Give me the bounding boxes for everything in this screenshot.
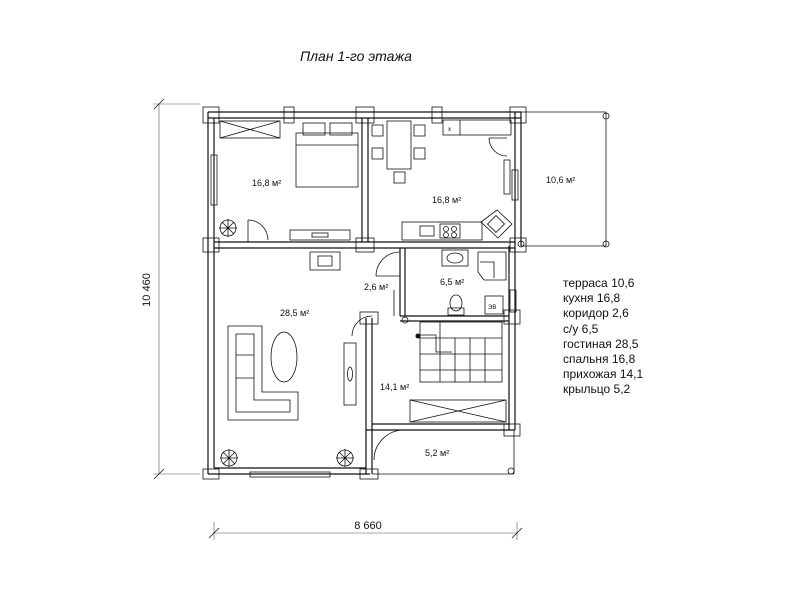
legend-item: крыльцо 5,2 <box>563 382 631 397</box>
plant-icon <box>336 449 354 467</box>
washbasin-icon <box>441 249 469 267</box>
stove-icon <box>439 223 461 239</box>
fireplace-icon <box>309 251 341 271</box>
kitchen-furniture: x <box>371 119 513 241</box>
boiler-label: ЭВ <box>488 305 496 311</box>
terrace <box>511 111 610 248</box>
corner-unit-icon <box>480 209 513 239</box>
height-dimension-label: 10 460 <box>141 273 153 307</box>
living-furniture <box>220 251 373 478</box>
coffee-table-icon <box>270 331 298 383</box>
height-dimension: 10 460 <box>141 98 200 480</box>
svg-text:x: x <box>448 127 451 133</box>
room-area-living: 28,5 м² <box>280 308 309 318</box>
dining-table-icon <box>386 120 412 170</box>
staircase-icon <box>419 321 503 383</box>
hall-staircase <box>401 316 507 423</box>
bedroom-furniture <box>210 120 359 242</box>
sink-icon <box>419 225 435 237</box>
window-icon <box>210 154 218 206</box>
legend-item: прихожая 14,1 <box>563 367 644 382</box>
bed-icon <box>295 132 359 188</box>
area-legend: терраса 10,6 кухня 16,8 коридор 2,6 с/у … <box>563 276 643 398</box>
tv-unit-icon <box>343 342 357 406</box>
width-dimension-label: 8 660 <box>354 520 382 532</box>
wardrobe-icon <box>409 399 507 423</box>
legend-item: с/у 6,5 <box>563 321 599 336</box>
sofa-icon <box>227 325 299 421</box>
outer-walls <box>207 111 522 475</box>
room-area-porch: 5,2 м² <box>425 448 449 458</box>
window-icon <box>249 471 331 478</box>
room-area-corridor: 2,6 м² <box>364 282 388 292</box>
room-labels: 16,8 м² 16,8 м² 10,6 м² 2,6 м² 6,5 м² 28… <box>252 175 575 458</box>
wc-fixtures: ЭВ <box>441 249 517 316</box>
corridor <box>375 251 401 316</box>
legend-item: коридор 2,6 <box>563 306 629 321</box>
boiler-icon <box>484 295 504 315</box>
plant-icon <box>219 219 237 237</box>
porch <box>372 429 515 475</box>
room-area-kitchen: 16,8 м² <box>432 195 461 205</box>
legend-item: спальня 16,8 <box>563 352 636 367</box>
room-area-bedroom: 16,8 м² <box>252 178 281 188</box>
toilet-icon <box>449 294 463 312</box>
room-area-hall: 14,1 м² <box>380 382 409 392</box>
legend-item: кухня 16,8 <box>563 291 621 306</box>
room-area-terrace: 10,6 м² <box>546 175 575 185</box>
log-joints <box>202 106 527 480</box>
width-dimension: 8 660 <box>208 520 523 540</box>
plan-title: План 1-го этажа <box>300 48 412 64</box>
shower-icon <box>477 251 507 281</box>
room-area-wc: 6,5 м² <box>440 277 464 287</box>
plant-icon <box>220 449 238 467</box>
legend-item: терраса 10,6 <box>563 276 635 290</box>
legend-item: гостиная 28,5 <box>563 336 639 351</box>
